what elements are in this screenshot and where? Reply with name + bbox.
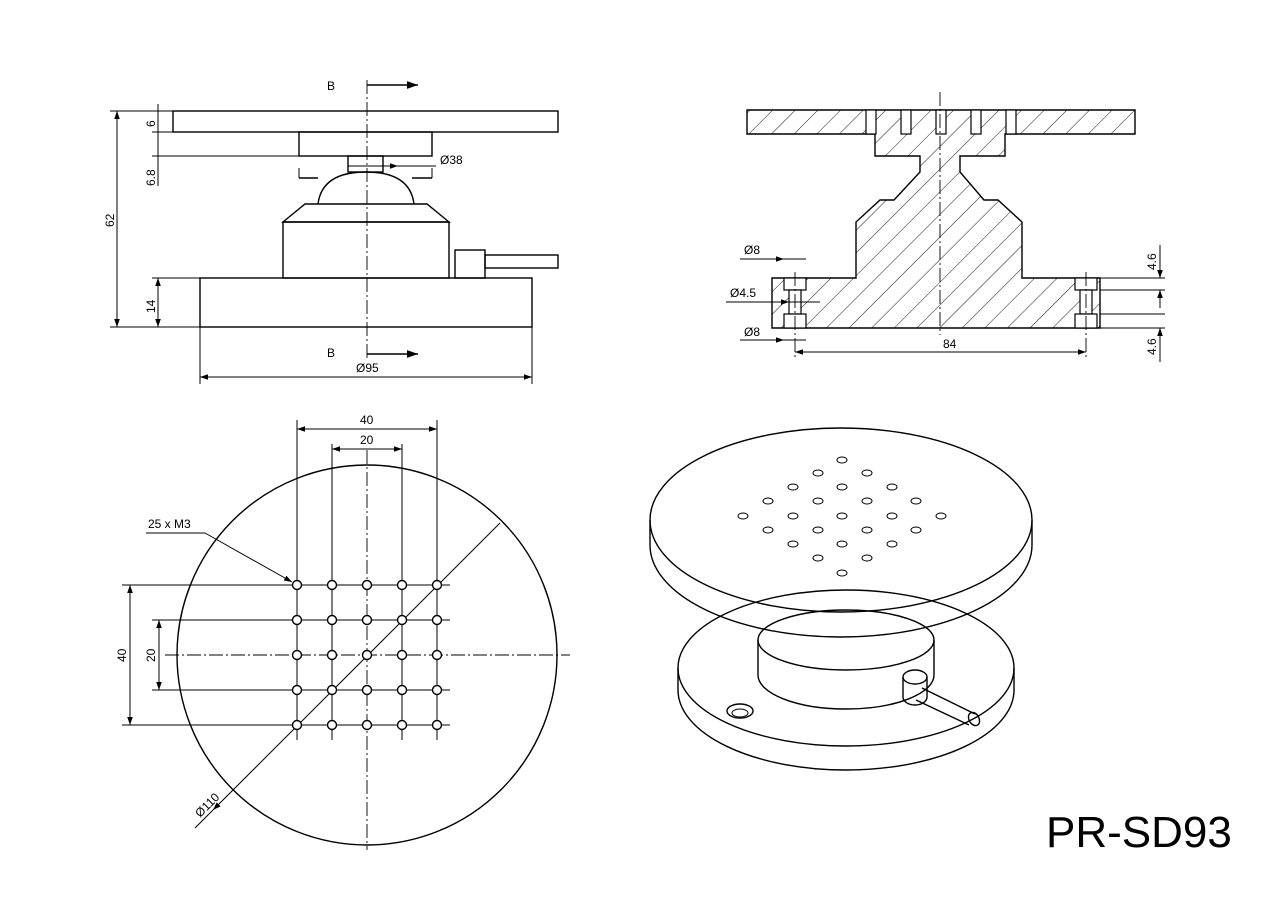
dim-top-depth: 4.6 bbox=[1145, 253, 1159, 270]
section-view: Ø8 Ø4.5 Ø8 84 4.6 4.6 bbox=[726, 92, 1165, 362]
cable bbox=[484, 254, 559, 269]
iso-plate-side bbox=[649, 520, 1033, 638]
mounting-hole bbox=[326, 684, 338, 696]
flange bbox=[298, 131, 433, 157]
mounting-hole bbox=[396, 684, 408, 696]
mounting-hole bbox=[431, 614, 443, 626]
dome bbox=[317, 171, 415, 205]
iso-connector bbox=[902, 669, 928, 685]
dim-gap: 6.8 bbox=[144, 169, 158, 186]
mounting-hole bbox=[326, 614, 338, 626]
mounting-hole bbox=[361, 649, 373, 661]
mounting-hole bbox=[291, 649, 303, 661]
mounting-hole bbox=[326, 719, 338, 731]
section-body bbox=[746, 109, 1136, 329]
neck bbox=[347, 155, 384, 173]
mounting-hole bbox=[361, 614, 373, 626]
dim-base-height: 14 bbox=[144, 299, 158, 313]
front-view: B B 62 6 6.8 14 Ø38 Ø95 bbox=[103, 79, 559, 384]
iso-hole-pattern bbox=[737, 456, 947, 577]
dim-post-dia: Ø38 bbox=[440, 153, 463, 167]
mounting-hole bbox=[396, 649, 408, 661]
iso-base-side bbox=[677, 668, 1015, 771]
base-plate bbox=[199, 277, 533, 328]
mounting-hole bbox=[361, 719, 373, 731]
hole-note: 25 x M3 bbox=[148, 517, 191, 531]
iso-base-top bbox=[677, 589, 1015, 747]
model-label: PR-SD93 bbox=[1046, 808, 1232, 857]
mounting-hole bbox=[396, 614, 408, 626]
dim-thread-hole: Ø4.5 bbox=[730, 286, 756, 300]
iso-mount-hole bbox=[726, 703, 754, 719]
top-view: Ø110 bbox=[115, 413, 570, 850]
dim-top-plate: 6 bbox=[144, 120, 158, 127]
dim-span-x-inner: 20 bbox=[360, 433, 374, 447]
mounting-hole bbox=[396, 719, 408, 731]
body bbox=[282, 221, 450, 279]
mounting-hole bbox=[431, 719, 443, 731]
dim-upper-hole: Ø8 bbox=[744, 243, 760, 257]
dim-height-total: 62 bbox=[103, 213, 117, 227]
top-plate bbox=[172, 110, 559, 133]
body-shoulder bbox=[281, 203, 451, 223]
mounting-hole bbox=[326, 649, 338, 661]
dim-lower-hole: Ø8 bbox=[744, 325, 760, 339]
mounting-hole bbox=[326, 579, 338, 591]
mounting-hole bbox=[291, 614, 303, 626]
section-mark-bottom: B bbox=[327, 346, 335, 360]
mounting-hole bbox=[291, 579, 303, 591]
mounting-hole bbox=[291, 719, 303, 731]
dim-base-dia: Ø95 bbox=[356, 361, 379, 375]
mounting-hole bbox=[361, 684, 373, 696]
mounting-hole bbox=[431, 684, 443, 696]
mounting-hole bbox=[431, 649, 443, 661]
section-mark-top: B bbox=[327, 79, 335, 93]
iso-plate-top bbox=[649, 427, 1033, 613]
dim-hole-spacing: 84 bbox=[943, 337, 957, 351]
dim-span-x-outer: 40 bbox=[360, 413, 374, 427]
hole-grid bbox=[291, 579, 443, 731]
mounting-hole bbox=[291, 684, 303, 696]
cable-connector bbox=[454, 249, 486, 279]
dim-span-y-outer: 40 bbox=[115, 648, 129, 662]
mounting-hole bbox=[431, 579, 443, 591]
mounting-hole bbox=[396, 579, 408, 591]
isometric-view bbox=[649, 427, 1033, 771]
dim-bottom-depth: 4.6 bbox=[1145, 338, 1159, 355]
mounting-hole bbox=[361, 579, 373, 591]
dim-span-y-inner: 20 bbox=[144, 648, 158, 662]
